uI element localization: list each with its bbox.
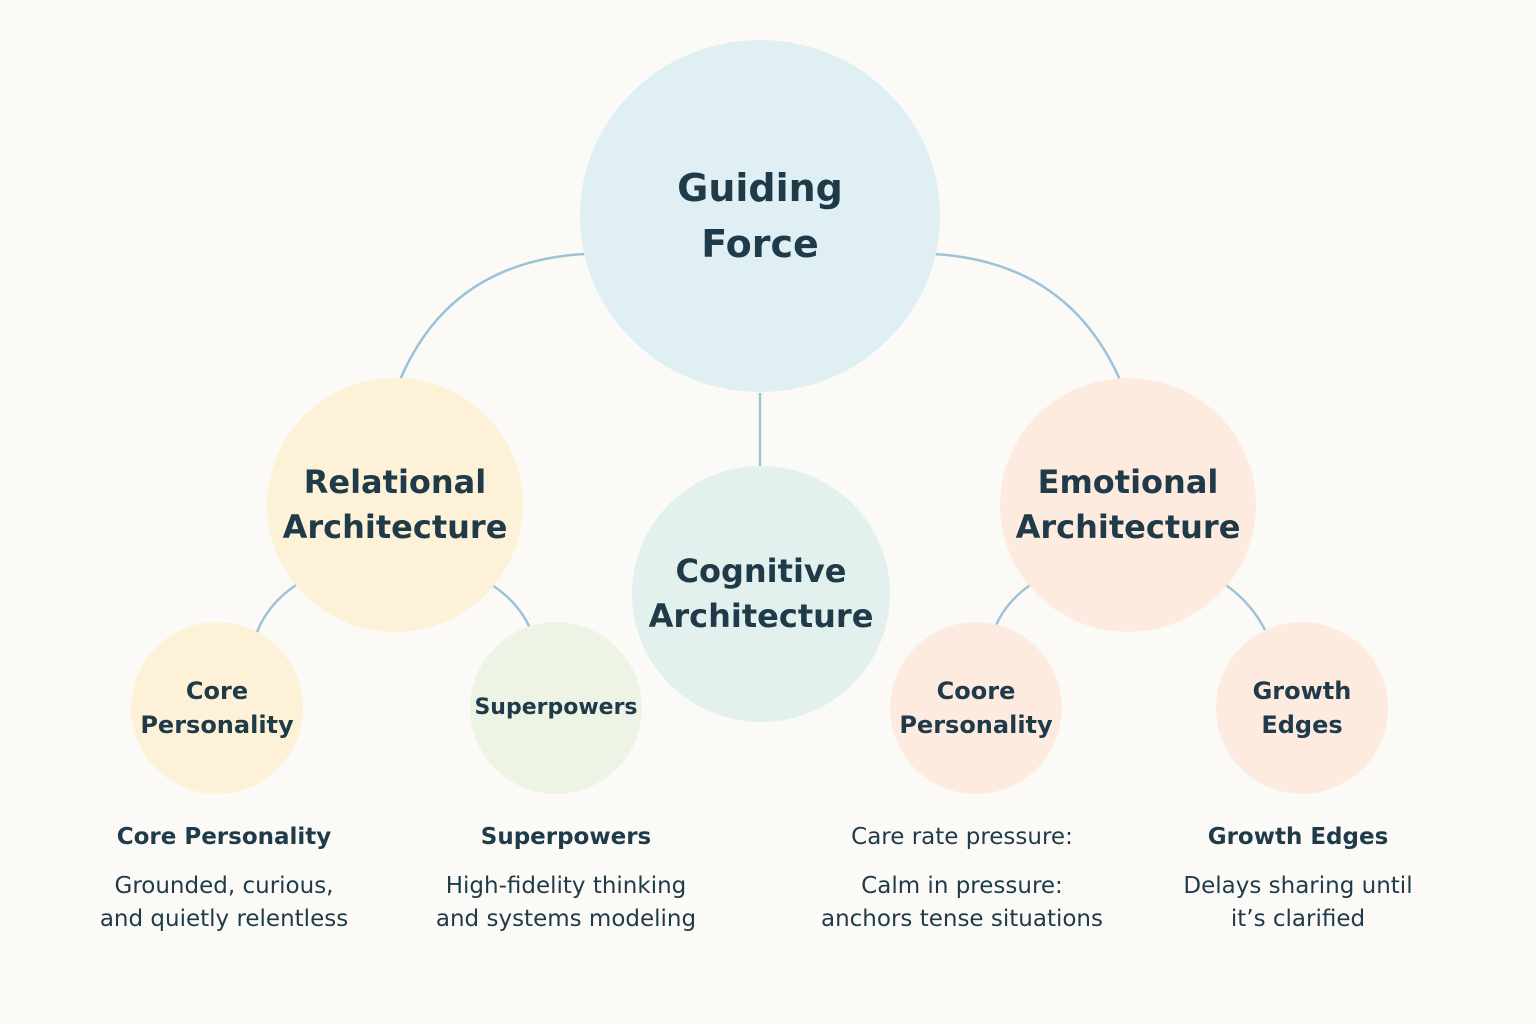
description-care-rate-pressure: Care rate pressure: Calm in pressure: an… [802, 822, 1122, 936]
node-core-personality-left-label: Core Personality [140, 677, 294, 739]
description-superpowers: Superpowers High-fidelity thinking and s… [406, 822, 726, 936]
connector-relational-core [255, 583, 297, 633]
description-growth-edges: Growth Edges Delays sharing until it’s c… [1138, 822, 1458, 936]
node-relational-architecture-label: Relational Architecture [282, 463, 508, 546]
node-guiding-force: Guiding Force [580, 40, 940, 392]
node-superpowers: Superpowers [470, 622, 642, 794]
node-core-personality-right: Coore Personality [890, 622, 1062, 794]
connector-relational-superpowers [491, 583, 532, 629]
description-heading: Care rate pressure: [851, 824, 1073, 850]
description-heading: Core Personality [116, 824, 332, 850]
node-emotional-architecture: Emotional Architecture [1000, 378, 1256, 632]
connector-root-relational [398, 252, 585, 381]
description-body: Delays sharing until it’s clarified [1183, 873, 1413, 932]
description-body: Calm in pressure: anchors tense situatio… [820, 873, 1103, 932]
node-growth-edges-label: Growth Edges [1252, 677, 1352, 739]
node-core-personality-right-label: Coore Personality [899, 677, 1053, 739]
node-guiding-force-label: Guiding Force [677, 166, 843, 266]
description-heading: Superpowers [480, 824, 652, 850]
connector-emotional-growth [1225, 583, 1267, 631]
node-core-personality-left: Core Personality [131, 622, 303, 794]
connector-emotional-core [993, 583, 1031, 629]
connector-root-emotional [933, 252, 1122, 381]
description-body: Grounded, curious, and quietly relentles… [99, 873, 349, 932]
description-core-personality: Core Personality Grounded, curious, and … [64, 822, 384, 936]
description-body: High-fidelity thinking and systems model… [435, 873, 697, 932]
description-heading: Growth Edges [1207, 824, 1389, 850]
node-superpowers-label: Superpowers [474, 695, 638, 720]
node-growth-edges: Growth Edges [1216, 622, 1388, 794]
node-cognitive-architecture: Cognitive Architecture [632, 466, 890, 722]
node-emotional-architecture-label: Emotional Architecture [1015, 463, 1241, 546]
node-cognitive-architecture-label: Cognitive Architecture [648, 552, 874, 635]
node-relational-architecture: Relational Architecture [267, 378, 523, 632]
